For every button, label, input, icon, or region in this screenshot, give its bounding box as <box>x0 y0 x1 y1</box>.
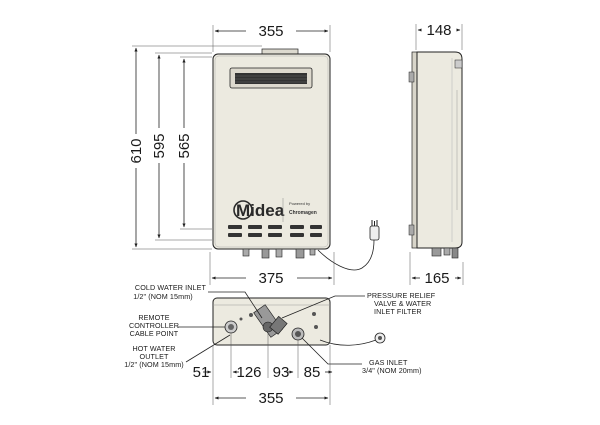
brand-name: Midea <box>236 201 285 220</box>
dim-bottom-total: 355 <box>258 390 283 407</box>
dim-side-depth-top: 148 <box>426 22 451 39</box>
label-pressure-line3: INLET FILTER <box>374 307 422 316</box>
label-hot-water-line3: 1/2" (NOM 15mm) <box>124 360 184 369</box>
power-cord <box>317 239 375 271</box>
bottom-view: 51 126 93 85 355 <box>178 291 386 407</box>
callout-labels: COLD WATER INLET 1/2" (NOM 15mm) REMOTE … <box>124 283 435 375</box>
dim-bottom-seg-1: 51 <box>193 364 210 381</box>
powered-by-text: Powered by <box>289 201 310 206</box>
label-cold-water-line2: 1/2" (NOM 15mm) <box>133 292 193 301</box>
leader-pressure-relief <box>281 295 365 319</box>
dim-bottom-seg-3: 93 <box>273 364 290 381</box>
leader-hot-water <box>185 334 231 363</box>
label-pressure-line1: PRESSURE RELIEF <box>367 291 436 300</box>
gas-inlet-fitting <box>291 327 305 341</box>
label-remote-line1: REMOTE <box>138 313 169 322</box>
cold-water-inlet-fitting <box>269 315 288 335</box>
front-view: Midea Powered by Chromagen <box>128 23 380 287</box>
dim-height-inner: 565 <box>176 133 193 158</box>
label-remote-line2: CONTROLLER <box>129 321 179 330</box>
dim-bottom-seg-4: 85 <box>304 364 321 381</box>
hot-water-outlet-fitting <box>224 320 238 334</box>
bottom-vents <box>228 225 322 237</box>
dim-side-depth-bottom: 165 <box>424 270 449 287</box>
remote-cable-point <box>239 313 253 321</box>
side-view: 148 165 <box>408 22 464 287</box>
label-hot-water-line2: OUTLET <box>140 352 169 361</box>
partner-logo-text: Chromagen <box>289 210 317 216</box>
label-gas-line2: 3/4" (NOM 20mm) <box>362 366 422 375</box>
midea-logo: Midea <box>233 200 285 220</box>
side-body <box>416 51 463 249</box>
dim-front-width-top: 355 <box>258 23 283 40</box>
top-mounting-bracket <box>261 48 299 55</box>
dim-height-mid: 595 <box>151 133 168 158</box>
flue-grille <box>235 73 307 84</box>
bottom-power-cord <box>319 339 377 346</box>
power-plug-icon <box>369 220 380 241</box>
dim-front-width-bottom: 375 <box>258 270 283 287</box>
label-remote-line3: CABLE POINT <box>130 329 179 338</box>
label-cold-water-line1: COLD WATER INLET <box>135 283 207 292</box>
side-bottom-fittings <box>431 247 459 259</box>
leader-gas-inlet <box>301 337 362 365</box>
label-pressure-line2: VALVE & WATER <box>374 299 431 308</box>
dim-height-total: 610 <box>128 138 145 163</box>
bottom-fittings <box>242 248 316 259</box>
label-hot-water-line1: HOT WATER <box>132 344 175 353</box>
dim-bottom-seg-2: 126 <box>236 364 261 381</box>
leader-cold-water <box>208 291 263 319</box>
bottom-plug-icon <box>374 332 386 344</box>
label-gas-line1: GAS INLET <box>369 358 408 367</box>
